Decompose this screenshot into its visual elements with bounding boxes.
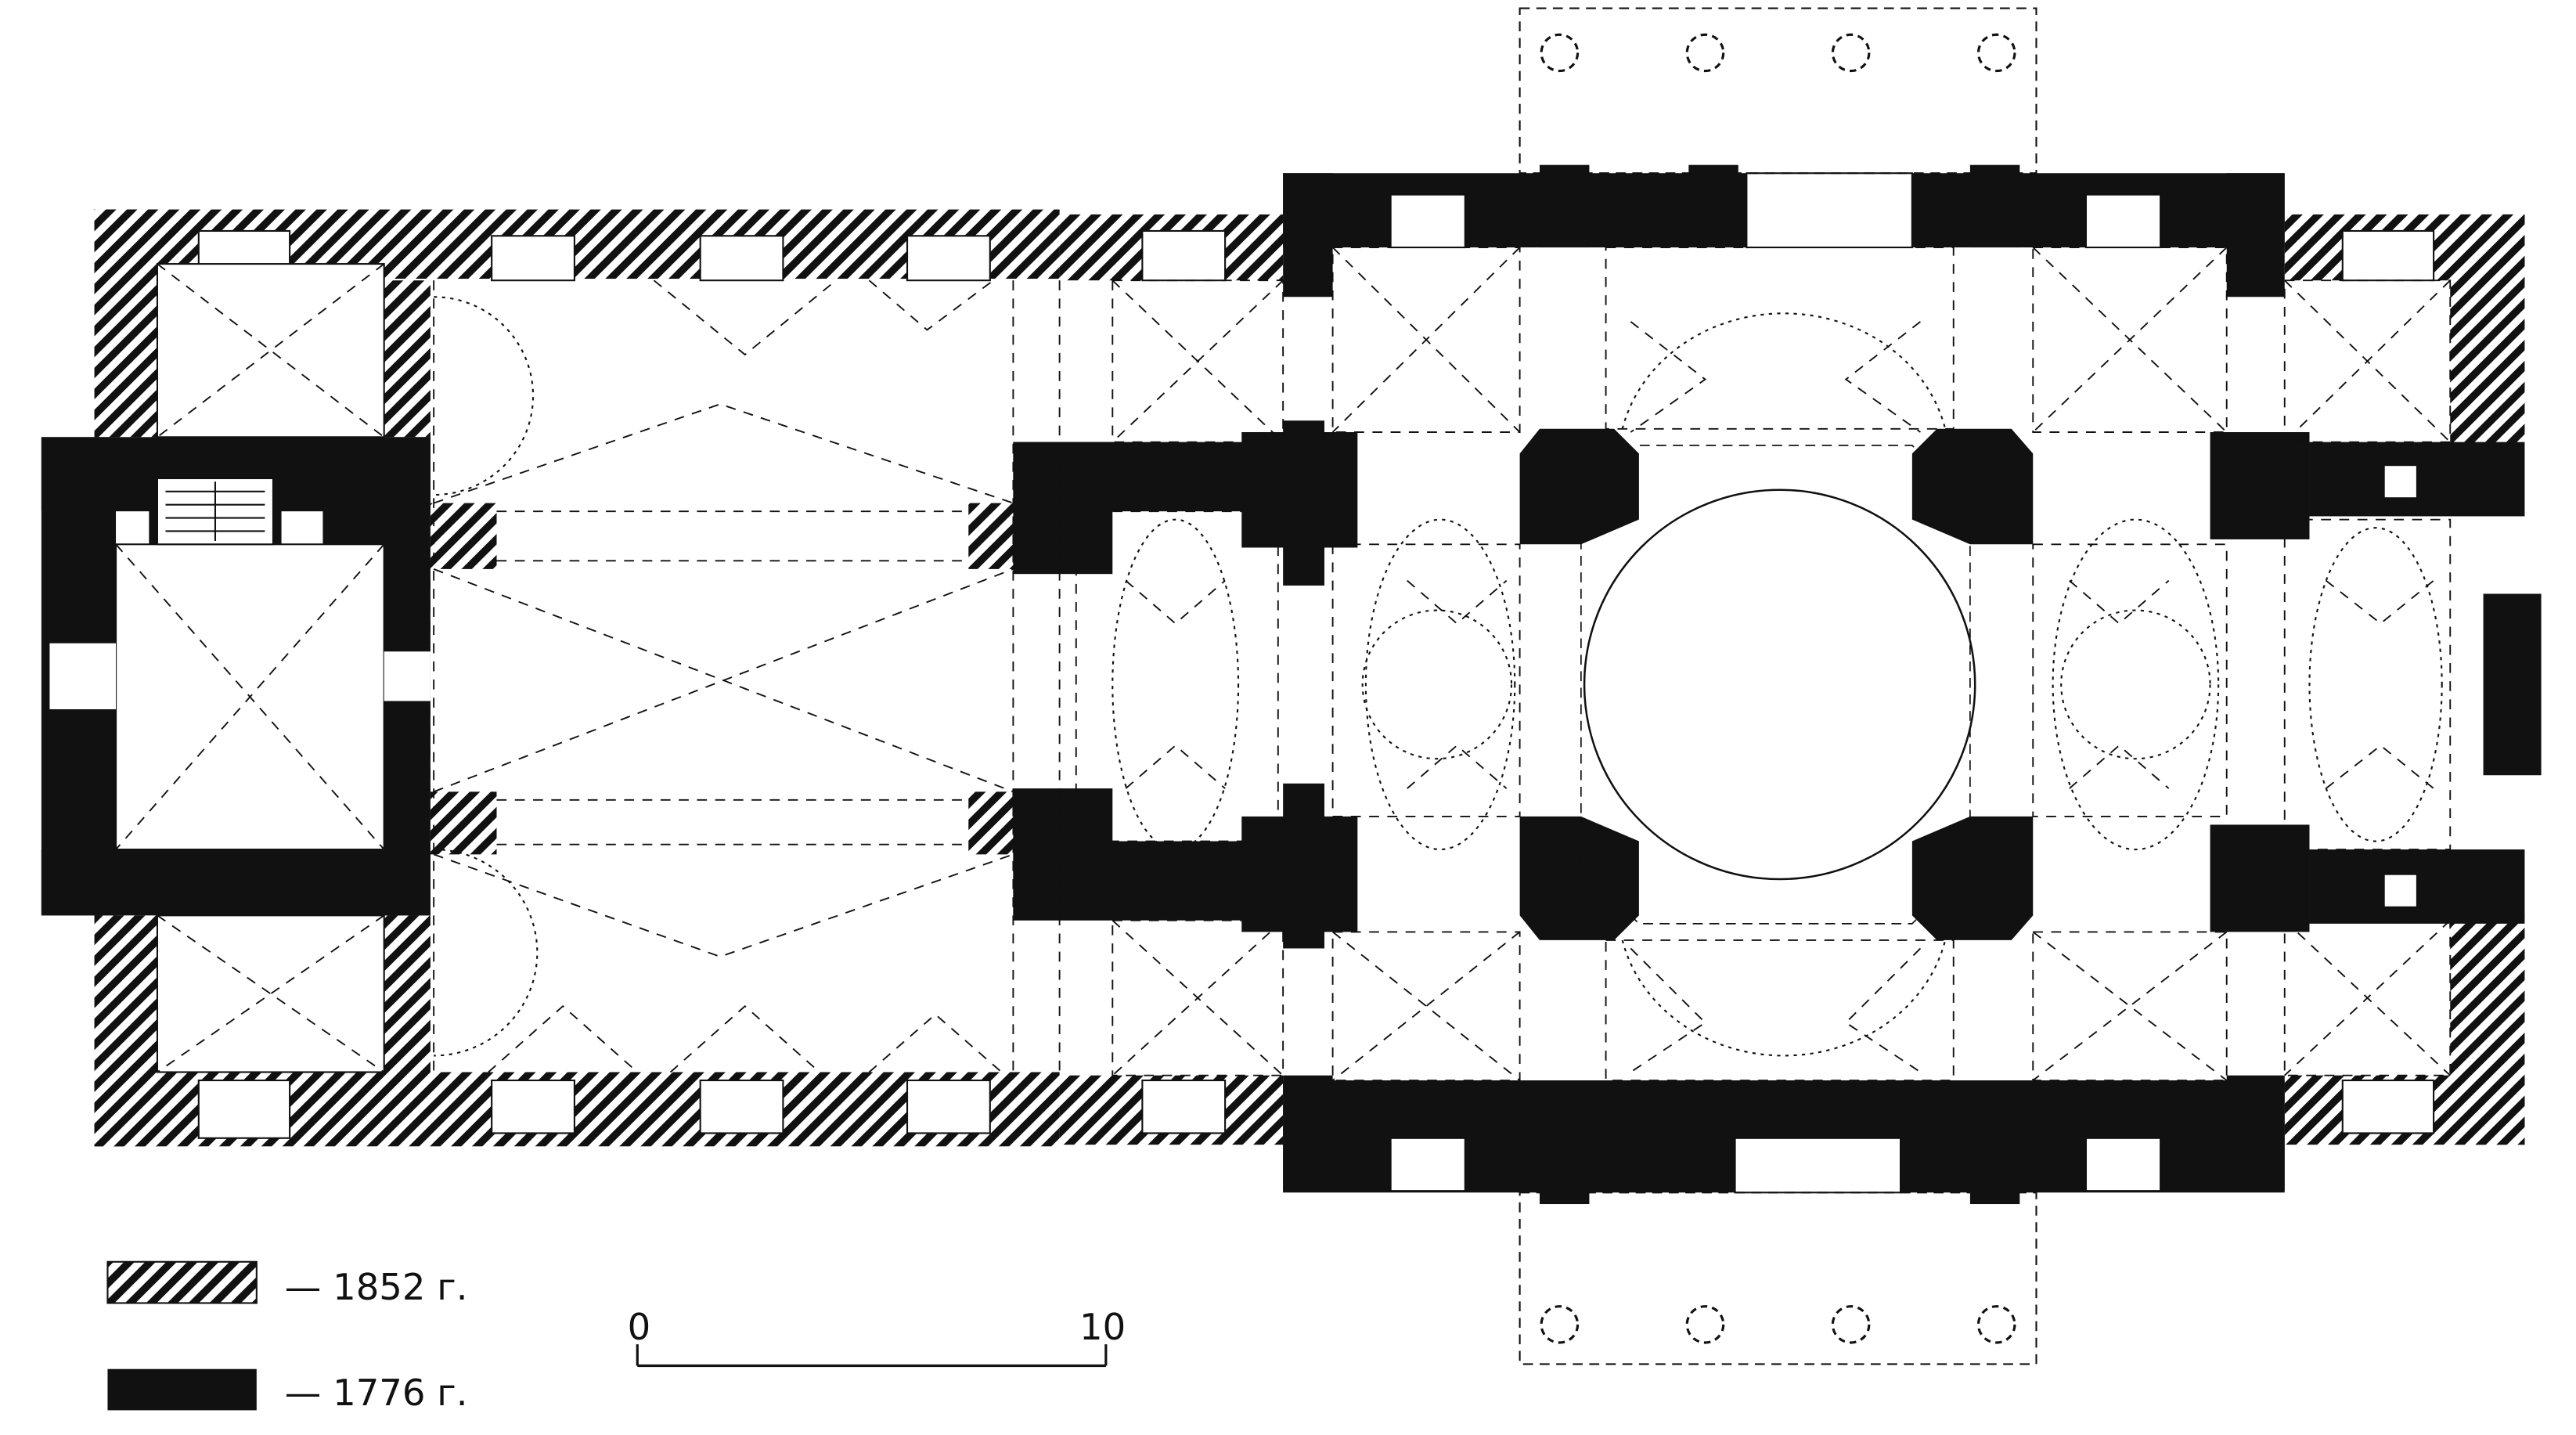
east-solid-walls	[1013, 164, 2542, 1205]
vault-arcs	[434, 296, 2443, 1057]
refectory-vault-lines	[433, 279, 1061, 1073]
porticoes	[1519, 7, 2037, 1365]
cross-vault-lines	[115, 247, 2451, 1081]
scale-start-label: 0	[628, 1306, 651, 1348]
stair-icon	[165, 481, 265, 542]
portico-columns	[1540, 33, 2016, 1344]
west-window-openings	[197, 229, 2435, 1139]
legend: — 1852 г. — 1776 г.	[106, 1260, 468, 1414]
bay-outlines	[1075, 247, 2452, 1081]
scale-end-label: 10	[1079, 1306, 1126, 1348]
vault-diamonds	[1125, 321, 2434, 1073]
west-hatched-walls	[94, 209, 2525, 1147]
legend-item-1776: — 1776 г.	[107, 1368, 468, 1414]
central-dome	[1580, 445, 1976, 925]
legend-label-1852: — 1852 г.	[285, 1266, 468, 1308]
scale-bar: 0 10	[628, 1306, 1126, 1368]
legend-item-1852: — 1852 г.	[106, 1260, 468, 1308]
east-openings	[1389, 172, 2419, 1194]
legend-swatch-hatched	[106, 1260, 258, 1304]
legend-swatch-solid	[107, 1368, 257, 1411]
legend-label-1776: — 1776 г.	[285, 1372, 468, 1414]
